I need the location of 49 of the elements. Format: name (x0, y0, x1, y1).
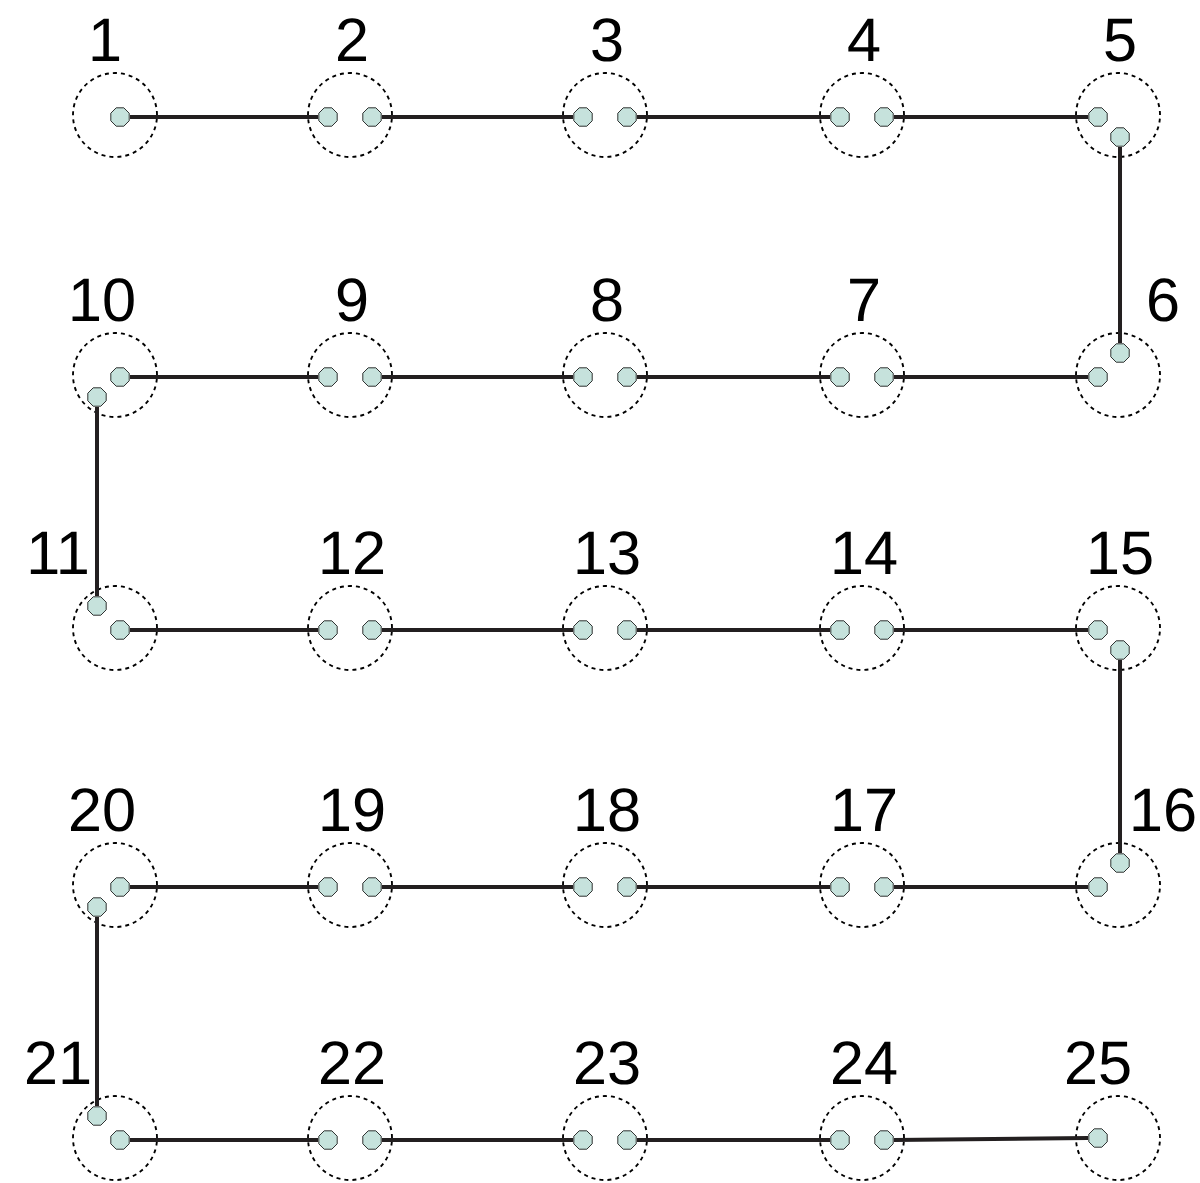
connector-line (382, 115, 573, 119)
connector-line (130, 1138, 318, 1142)
node-number: 19 (322, 788, 384, 832)
connector-line (130, 115, 318, 119)
connector-line (382, 375, 573, 379)
connector-line (637, 375, 830, 379)
node-number: 20 (71, 788, 134, 832)
node-number: 8 (592, 278, 622, 322)
node-number: 11 (30, 531, 87, 574)
node-number: 4 (848, 18, 880, 61)
connector-line (637, 115, 830, 119)
connector-line (894, 628, 1088, 632)
connector-line (894, 885, 1088, 889)
node-number: 7 (850, 278, 878, 321)
connector-line (382, 885, 573, 889)
node-number: 6 (1149, 278, 1178, 322)
node-number: 3 (592, 18, 622, 62)
node-number: 22 (321, 1041, 384, 1084)
connector-line (382, 628, 573, 632)
node-number: 24 (833, 1041, 897, 1084)
node-number: 23 (576, 1041, 639, 1085)
connector-line (95, 917, 99, 1106)
connector-line (95, 407, 99, 596)
node-number: 1 (92, 18, 120, 61)
node-number: 15 (1090, 531, 1152, 575)
node-number: 14 (834, 531, 897, 574)
node-number: 18 (577, 788, 639, 832)
connector-line (894, 115, 1088, 119)
node-number: 10 (72, 278, 134, 322)
connector-line (130, 628, 318, 632)
node-number: 25 (1067, 1041, 1130, 1085)
connector-line (1118, 147, 1122, 343)
node-number: 13 (577, 531, 639, 575)
connector-line (637, 628, 830, 632)
connector-line (130, 375, 318, 379)
connector-line (894, 1136, 1089, 1142)
connector-line (637, 1138, 830, 1142)
connector-line (130, 885, 318, 889)
node-number: 16 (1133, 788, 1195, 832)
node-number: 9 (337, 278, 367, 322)
node-number: 17 (834, 788, 896, 831)
connector-line (1118, 660, 1122, 853)
node-number: 21 (27, 1041, 90, 1084)
connector-line (382, 1138, 573, 1142)
connector-line (637, 885, 830, 889)
node-number: 12 (322, 531, 384, 574)
node-number: 5 (1105, 18, 1135, 62)
node-number: 2 (338, 18, 366, 61)
connector-line (894, 375, 1088, 379)
